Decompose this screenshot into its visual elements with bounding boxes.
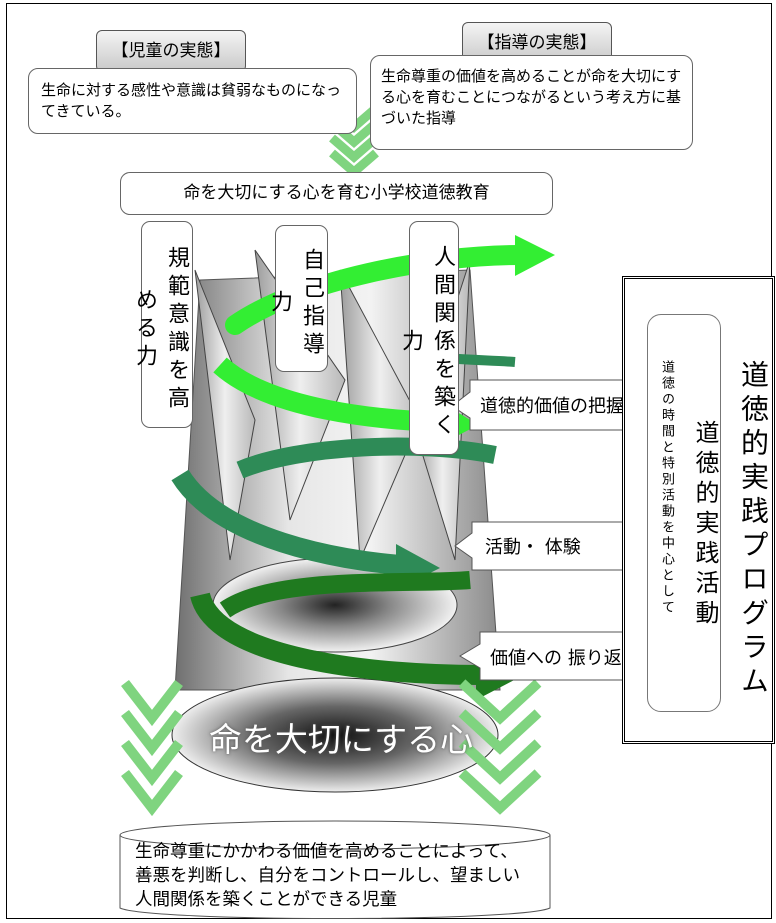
spiral-arrow-mid xyxy=(171,350,516,590)
ability-relationships: 人間関係を築く力 xyxy=(398,221,459,455)
result-cylinder xyxy=(119,820,551,919)
ability-self-guidance: 自己指導力 xyxy=(267,225,328,372)
education-banner: 命を大切にする心を育む小学校道徳教育 xyxy=(120,172,553,215)
core-ellipse xyxy=(171,677,499,793)
teaching-state-description: 生命尊重の価値を高めることが命を大切にする心を育むことにつながるという考え方に基… xyxy=(370,55,693,150)
step-grasp-moral-value: 道徳的価値の把握 xyxy=(480,396,624,417)
ability-normative-awareness: 規範意識を高める力 xyxy=(132,221,193,428)
callout-arrows xyxy=(451,379,644,681)
program-activity: 道徳的実践活動 xyxy=(691,420,719,630)
core-heart-label: 命を大切にする心 xyxy=(208,720,474,759)
bottom-chevrons-left xyxy=(121,679,183,817)
result-description: 生命尊重にかかわる価値を高めることによって、善悪を判断し、自分をコントロールし、… xyxy=(135,842,520,910)
bottom-chevrons-right xyxy=(458,679,542,815)
child-state-description: 生命に対する感性や意識は貧弱なものになってきている。 xyxy=(28,68,357,134)
step-activity-experience: 活動・ 体験 xyxy=(485,537,581,558)
step-reflection: 価値への 振り返り xyxy=(490,648,640,669)
program-note: 道徳の時間と特別活動を中心として xyxy=(659,360,674,616)
program-title: 道徳的実践プログラム xyxy=(737,360,770,700)
child-state-tab: 【児童の実態】 xyxy=(96,30,246,72)
program-activity-panel xyxy=(647,314,721,712)
